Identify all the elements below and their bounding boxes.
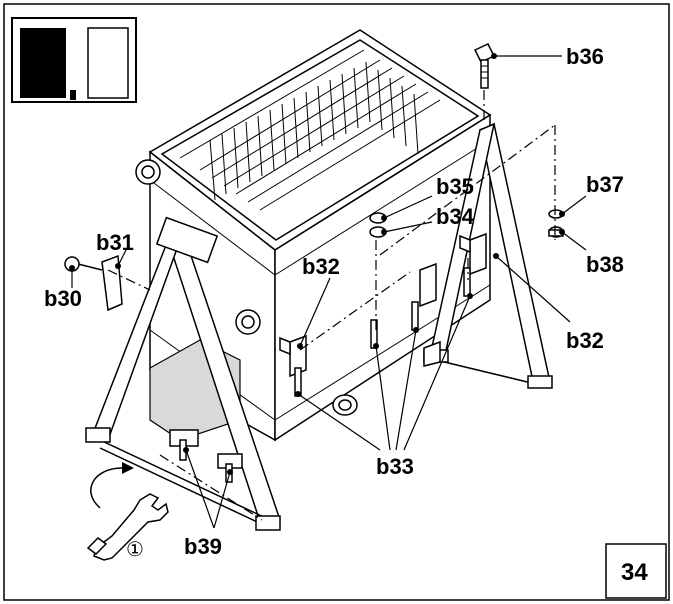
page-number: 34 <box>621 559 648 586</box>
figure-border <box>3 3 670 601</box>
label-b34: b34 <box>436 204 475 229</box>
leader-lines <box>69 53 587 529</box>
bracket-b32-right <box>459 232 487 276</box>
bracket-b31 <box>64 254 123 312</box>
left-stand <box>85 216 281 531</box>
label-b32-right: b32 <box>566 328 604 353</box>
wrench-icon <box>86 493 169 561</box>
label-b31: b31 <box>96 230 134 255</box>
label-b39: b39 <box>184 534 222 559</box>
step-marker: ① <box>126 539 144 561</box>
label-b35: b35 <box>436 174 474 199</box>
screw-b36 <box>473 43 496 89</box>
page-number-box <box>605 543 667 599</box>
label-b37: b37 <box>586 172 624 197</box>
assembly-lines <box>107 90 556 521</box>
bracket-mid <box>419 262 437 308</box>
label-b32-left: b32 <box>302 254 340 279</box>
label-b36: b36 <box>566 44 604 69</box>
label-b38: b38 <box>586 252 624 277</box>
label-b33: b33 <box>376 454 414 479</box>
label-b30: b30 <box>44 286 82 311</box>
heat-exchanger <box>135 29 492 442</box>
orientation-icon <box>11 17 137 103</box>
rotation-arrow-icon <box>90 462 134 509</box>
